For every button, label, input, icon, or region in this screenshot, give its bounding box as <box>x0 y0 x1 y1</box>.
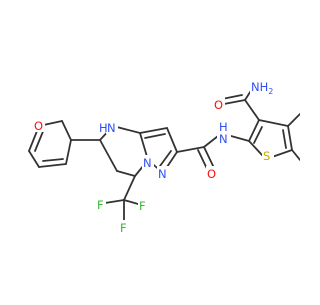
bond <box>166 127 178 153</box>
furan-oxygen: O <box>34 119 43 133</box>
thiophene-sulfur: S <box>263 149 270 163</box>
bond <box>248 119 260 142</box>
label-bg <box>119 220 129 234</box>
bond <box>42 158 64 162</box>
bond <box>123 175 136 201</box>
bonds <box>28 85 301 222</box>
bond <box>253 126 263 144</box>
cf3-fluorine-left: F <box>97 198 104 212</box>
label-bg <box>96 197 106 211</box>
amide-oxygen: O <box>207 167 216 181</box>
bond <box>223 99 246 105</box>
cf3-fluorine-right: F <box>139 199 146 213</box>
carbamoyl-oxygen: O <box>214 98 223 112</box>
bond <box>38 163 67 168</box>
bond <box>248 140 263 156</box>
bond <box>159 150 172 167</box>
label-bg <box>33 118 45 132</box>
bond <box>65 139 72 165</box>
bond <box>61 120 72 141</box>
bond <box>144 133 166 139</box>
bond <box>99 139 118 172</box>
pyrazole-nitrogen-2: N <box>158 167 167 181</box>
bond <box>271 149 293 158</box>
label-bg <box>262 148 274 162</box>
bond <box>221 94 243 100</box>
pyrazole-nitrogen-1: N <box>143 156 152 170</box>
bond <box>203 135 219 148</box>
ring-nitrogen: N <box>107 121 116 135</box>
bond <box>291 149 301 161</box>
molecule-diagram: O N H N N O N H S O NH2 F F F <box>28 79 301 235</box>
label-bg <box>206 166 218 180</box>
bond <box>230 135 250 142</box>
bond <box>116 170 136 177</box>
bond <box>287 113 301 127</box>
label-bg <box>138 198 148 212</box>
carbamoyl-amine: NH2 <box>251 80 273 96</box>
label-bg <box>250 79 274 95</box>
bond <box>287 125 293 151</box>
bond <box>123 199 139 205</box>
atom-labels: O N H N N O N H S O NH2 F F F <box>33 79 274 235</box>
bond <box>139 127 168 134</box>
amide-nitrogen-hydrogen: H <box>219 120 228 134</box>
bond <box>244 99 260 121</box>
label-bg <box>106 120 118 134</box>
cf3-fluorine-bottom: F <box>120 221 127 235</box>
bond <box>104 199 125 204</box>
amide-nitrogen: N <box>219 132 228 146</box>
label-bg <box>213 97 225 111</box>
bond <box>282 129 287 149</box>
ring-nitrogen-hydrogen: H <box>99 121 108 135</box>
bond <box>258 119 289 127</box>
bond <box>34 128 45 152</box>
label-bg <box>217 131 231 145</box>
label-bg <box>157 166 169 180</box>
structure-svg: O N H N N O N H S O NH2 F F F <box>28 79 301 235</box>
bond <box>176 146 205 153</box>
label-bg <box>142 155 154 169</box>
bond <box>28 150 40 168</box>
